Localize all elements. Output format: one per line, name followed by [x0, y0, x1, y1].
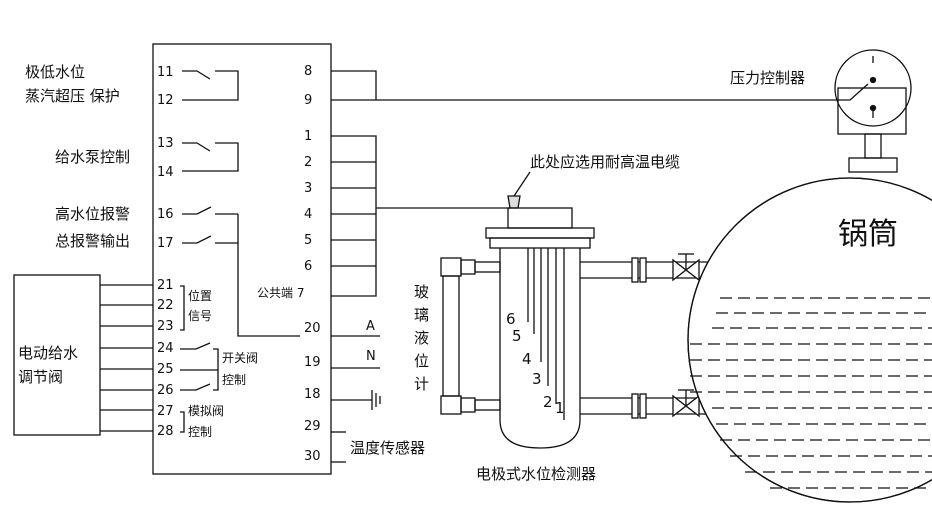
electrode-5: 5 — [512, 327, 522, 345]
cable-gland — [507, 195, 521, 209]
glass-gauge-char-1: 玻 — [414, 283, 429, 301]
temperature-sensor-label: 温度传感器 — [350, 439, 425, 457]
terminal-24: 24 — [157, 341, 174, 356]
glass-gauge-char-3: 液 — [414, 329, 429, 347]
glass-gauge-char-4: 位 — [414, 352, 429, 370]
label-position-2: 信号 — [188, 309, 212, 323]
right-terminal-numbers: 8 9 1 2 3 4 5 6 公共端 7 20 19 18 29 30 — [257, 64, 321, 464]
glass-gauge-char-2: 璃 — [414, 306, 429, 324]
terminal-14: 14 — [157, 165, 174, 180]
label-high-water-alarm: 高水位报警 — [55, 205, 130, 223]
electrode-3: 3 — [532, 370, 542, 388]
analog-valve-bracket — [180, 411, 185, 433]
label-switch-valve-1: 开关阀 — [222, 351, 258, 365]
terminal-5: 5 — [304, 233, 312, 248]
controller-box — [152, 43, 332, 475]
left-terminal-numbers: 11 12 13 14 16 17 21 22 23 24 25 26 27 2… — [157, 65, 174, 439]
terminal-27: 27 — [157, 404, 174, 419]
terminal-4: 4 — [304, 207, 312, 222]
terminal-30: 30 — [304, 449, 321, 464]
label-switch-valve-2: 控制 — [222, 373, 246, 387]
terminal-20: 20 — [304, 321, 321, 336]
electrode-1: 1 — [555, 399, 565, 417]
terminal-13: 13 — [157, 136, 174, 151]
label-power-n: N — [366, 349, 376, 364]
cable-note-pointer — [513, 171, 531, 197]
label-power-a: A — [366, 319, 375, 334]
boiler-drum-outline — [687, 177, 932, 503]
terminal-6: 6 — [304, 259, 312, 274]
ground-symbol — [331, 390, 381, 410]
terminal-17: 17 — [157, 236, 174, 251]
terminal-26: 26 — [157, 383, 174, 398]
label-feed-pump-control: 给水泵控制 — [55, 148, 130, 166]
glass-gauge-char-5: 计 — [414, 375, 429, 393]
label-analog-valve-2: 控制 — [188, 425, 212, 439]
motor-valve-label-1: 电动给水 — [18, 344, 78, 362]
label-steam-overpressure: 蒸汽超压 保护 — [25, 87, 120, 105]
pressure-controller — [834, 49, 912, 173]
terminal-8: 8 — [304, 64, 312, 79]
electrode-numbers: 6 5 4 3 2 1 — [506, 310, 565, 417]
terminal-29: 29 — [304, 419, 321, 434]
label-total-alarm-output: 总报警输出 — [55, 232, 130, 250]
motor-valve-label-2: 调节阀 — [18, 368, 63, 386]
electrode-6: 6 — [506, 310, 516, 328]
label-position-1: 位置 — [188, 288, 212, 303]
terminal-11: 11 — [157, 65, 174, 80]
electrode-detector — [485, 207, 595, 449]
relay-contacts — [182, 70, 300, 337]
terminal-2: 2 — [304, 155, 312, 170]
terminal-3: 3 — [304, 181, 312, 196]
detector-label: 电极式水位检测器 — [476, 465, 596, 483]
glass-gauge-label: 玻 璃 液 位 计 — [414, 283, 429, 393]
glass-level-gauge — [440, 257, 501, 415]
terminal-25: 25 — [157, 362, 174, 377]
terminal-19: 19 — [304, 355, 321, 370]
terminal-28: 28 — [157, 424, 174, 439]
cable-note: 此处应选用耐高温电缆 — [530, 153, 680, 171]
terminal-1: 1 — [304, 129, 312, 144]
terminal-18: 18 — [304, 387, 321, 402]
water-level-lines — [690, 297, 932, 489]
switch-valve-contacts — [180, 342, 219, 391]
electrode-wire-bundle — [331, 135, 510, 297]
motor-valve-box — [13, 274, 101, 436]
position-signal-bracket — [180, 285, 185, 331]
pressure-controller-label: 压力控制器 — [730, 69, 805, 87]
terminal-23: 23 — [157, 319, 174, 334]
drum-label: 锅筒 — [838, 217, 898, 252]
terminal-common-7: 公共端 7 — [257, 286, 304, 300]
label-low-water: 极低水位 — [25, 63, 85, 81]
terminal-9: 9 — [304, 93, 312, 108]
wire-terminal-8 — [331, 70, 377, 100]
electrode-4: 4 — [522, 350, 532, 368]
electrode-2: 2 — [543, 393, 553, 411]
terminal-21: 21 — [157, 278, 174, 293]
terminal-12: 12 — [157, 93, 174, 108]
terminal-16: 16 — [157, 207, 174, 222]
terminal-22: 22 — [157, 298, 174, 313]
motor-valve-wires — [100, 284, 153, 432]
label-analog-valve-1: 模拟阀 — [188, 404, 224, 418]
